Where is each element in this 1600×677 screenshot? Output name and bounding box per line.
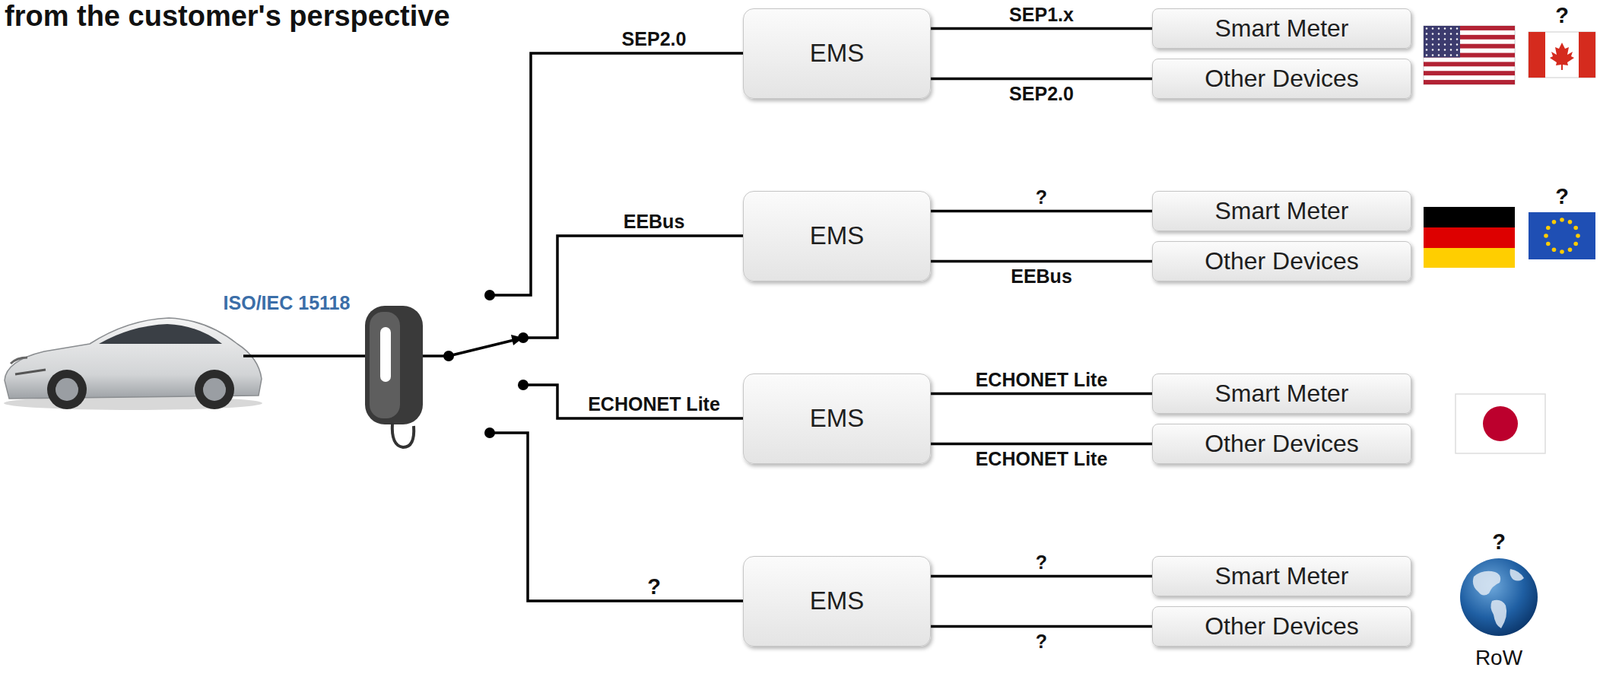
box-text: EMS: [809, 39, 865, 67]
device-box: Smart Meter: [1152, 190, 1412, 232]
charger-illustration: [365, 305, 423, 448]
connector-line: [930, 392, 1153, 396]
connector-line: [930, 442, 1153, 446]
feeder-line: [489, 432, 746, 601]
connector-line: [930, 574, 1153, 578]
device-box: Smart Meter: [1152, 555, 1412, 597]
device-box: Other Devices: [1152, 606, 1412, 647]
box-text: Other Devices: [1204, 65, 1359, 93]
protocol-label: ECHONET Lite: [975, 370, 1108, 390]
eu-flag: [1528, 212, 1596, 260]
feeder-line: [489, 53, 746, 296]
globe-icon: [1460, 558, 1538, 636]
box-text: EMS: [809, 404, 865, 432]
protocol-label: ECHONET Lite: [587, 394, 721, 414]
device-box: Other Devices: [1152, 241, 1412, 282]
us-flag: [1423, 25, 1515, 85]
protocol-label: ISO/IEC 15118: [223, 293, 351, 313]
switch-arm: [448, 339, 515, 356]
protocol-label: SEP2.0: [1009, 84, 1074, 104]
cable-line: [243, 354, 366, 358]
protocol-label: SEP1.x: [1009, 5, 1074, 25]
car-illustration: [3, 317, 263, 410]
feeder-line: [523, 384, 746, 419]
box-text: EMS: [809, 587, 865, 615]
device-box: Smart Meter: [1152, 8, 1412, 49]
protocol-label: SEP2.0: [622, 29, 687, 49]
connector-line: [930, 209, 1153, 213]
protocol-label: EEBus: [623, 212, 686, 232]
protocol-label: ?: [1035, 187, 1048, 207]
protocol-label: ?: [1035, 631, 1048, 651]
box-text: Smart Meter: [1214, 562, 1349, 590]
box-text: Smart Meter: [1214, 197, 1349, 225]
feeder-line: [523, 235, 746, 338]
ems-box: EMS: [742, 190, 931, 282]
connector-line: [930, 260, 1153, 264]
device-box: Other Devices: [1152, 58, 1412, 99]
ems-box: EMS: [742, 373, 931, 464]
japan-flag: [1455, 393, 1546, 454]
device-box: Smart Meter: [1152, 373, 1412, 414]
connector-line: [930, 77, 1153, 81]
protocol-label: ?: [647, 575, 661, 598]
connector-line: [930, 625, 1153, 629]
question-mark: ?: [1555, 185, 1569, 208]
diagram-title: from the customer's perspective: [4, 1, 451, 31]
question-mark: ?: [1555, 4, 1569, 27]
protocol-label: EEBus: [1010, 266, 1073, 286]
region-label: RoW: [1475, 647, 1523, 669]
germany-flag: [1423, 206, 1515, 268]
device-box: Other Devices: [1152, 423, 1412, 464]
box-text: EMS: [809, 222, 865, 250]
connector-line: [930, 27, 1153, 31]
protocol-label: ECHONET Lite: [975, 449, 1108, 469]
ems-box: EMS: [742, 8, 931, 99]
ems-box: EMS: [742, 555, 931, 647]
protocol-label: ?: [1035, 552, 1048, 572]
canada-flag: [1528, 31, 1596, 78]
box-text: Other Devices: [1204, 612, 1359, 640]
box-text: Smart Meter: [1214, 380, 1349, 407]
box-text: Smart Meter: [1214, 15, 1349, 42]
question-mark: ?: [1492, 530, 1506, 553]
box-text: Other Devices: [1204, 247, 1359, 275]
box-text: Other Devices: [1204, 430, 1359, 458]
